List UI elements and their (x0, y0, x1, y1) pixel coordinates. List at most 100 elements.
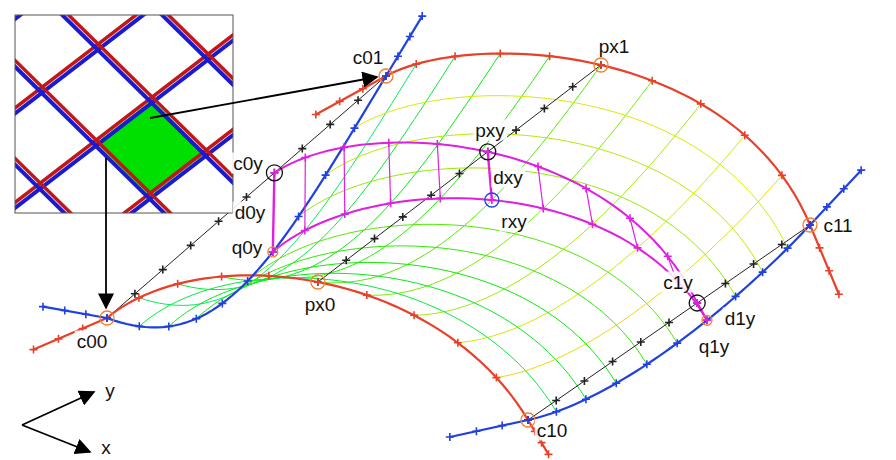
tick-mark (778, 241, 786, 249)
point-label: d1y (723, 308, 758, 329)
inset-border (15, 15, 233, 213)
tick-mark (534, 162, 542, 170)
tick-mark (341, 210, 349, 218)
point-label: c11 (821, 215, 854, 236)
tick-mark (569, 83, 577, 91)
tick-mark (857, 166, 865, 174)
boundary-curve (386, 54, 810, 226)
tick-mark (39, 303, 47, 311)
tick-mark (825, 267, 833, 275)
tick-mark (546, 52, 554, 60)
tick-mark (721, 280, 729, 288)
axis-label: x (99, 437, 113, 458)
tick-mark (340, 143, 348, 151)
displacement-line (343, 147, 345, 214)
point-label: dxy (491, 167, 525, 188)
mesh-line (386, 54, 810, 226)
point-label: c10 (535, 420, 570, 441)
tick-mark (582, 395, 590, 403)
grid-line (15, 15, 215, 187)
highlighted-cell (96, 100, 206, 196)
tick-mark (552, 397, 560, 405)
tick-mark (455, 170, 463, 178)
tick-mark (643, 360, 651, 368)
tick-mark (295, 212, 303, 220)
point-marker (379, 69, 393, 83)
boundary-curve (528, 225, 810, 420)
tick-mark (314, 278, 322, 286)
tick-mark (741, 131, 749, 139)
tick-mark (446, 433, 454, 441)
displacement-line (586, 188, 592, 224)
tick-mark (665, 319, 673, 327)
tick-mark (406, 32, 414, 40)
mesh-line (222, 54, 501, 281)
tick-mark (512, 126, 520, 134)
boundary-extension (450, 420, 528, 437)
axis-label: y (103, 380, 117, 401)
grid-line (15, 15, 233, 213)
tick-mark (399, 213, 407, 221)
boundary-curve (107, 275, 528, 420)
tick-mark (30, 346, 38, 354)
tick-mark (218, 273, 226, 281)
lofted-curve (274, 142, 697, 303)
tick-mark (693, 299, 701, 307)
tick-mark (159, 266, 167, 274)
tick-mark (265, 272, 273, 280)
tick-mark (301, 226, 309, 234)
point-marker (594, 58, 608, 72)
guide-line (318, 65, 601, 282)
pointer-arrows (106, 77, 377, 308)
tick-mark (597, 61, 605, 69)
tick-mark (498, 422, 506, 430)
tick-mark (582, 184, 590, 192)
grid-line (50, 15, 233, 213)
tick-mark (451, 52, 459, 60)
mesh-line (273, 198, 707, 320)
tick-mark (488, 196, 496, 204)
guide-line (528, 225, 810, 420)
tick-mark (703, 316, 711, 324)
tick-mark (492, 374, 500, 382)
tick-mark (545, 450, 553, 458)
axis-arrows (22, 392, 94, 452)
tick-mark (472, 427, 480, 435)
pointer-arrow (105, 158, 107, 308)
point-label: c0y (231, 153, 265, 174)
tick-mark (359, 85, 367, 93)
tick-mark (816, 244, 824, 252)
tick-mark (351, 124, 359, 132)
axis-arrow (22, 392, 94, 425)
point-label: pxy (473, 120, 507, 141)
tick-mark (588, 220, 596, 228)
tick-mark (61, 307, 69, 315)
tick-mark (433, 140, 441, 148)
tick-mark (342, 256, 350, 264)
tick-mark (215, 217, 223, 225)
tick-mark (552, 408, 560, 416)
point-marker (702, 315, 712, 325)
displacement-line (273, 173, 275, 252)
tick-mark (609, 358, 617, 366)
tick-mark (412, 60, 420, 68)
mesh-line (248, 224, 678, 343)
mesh-line (528, 225, 810, 420)
tick-mark (732, 292, 740, 300)
tick-mark (778, 171, 786, 179)
point-label: c00 (75, 331, 110, 352)
tick-mark (270, 169, 278, 177)
grid-line (15, 38, 142, 213)
grid-line (15, 15, 233, 213)
tick-mark (496, 50, 504, 58)
tick-mark (301, 154, 309, 162)
tick-mark (484, 148, 492, 156)
point-label: q1y (697, 336, 732, 357)
displacement-line (389, 143, 391, 204)
tick-mark (540, 104, 548, 112)
tick-mark (697, 100, 705, 108)
mesh-line (326, 134, 763, 272)
tick-mark (539, 204, 547, 212)
